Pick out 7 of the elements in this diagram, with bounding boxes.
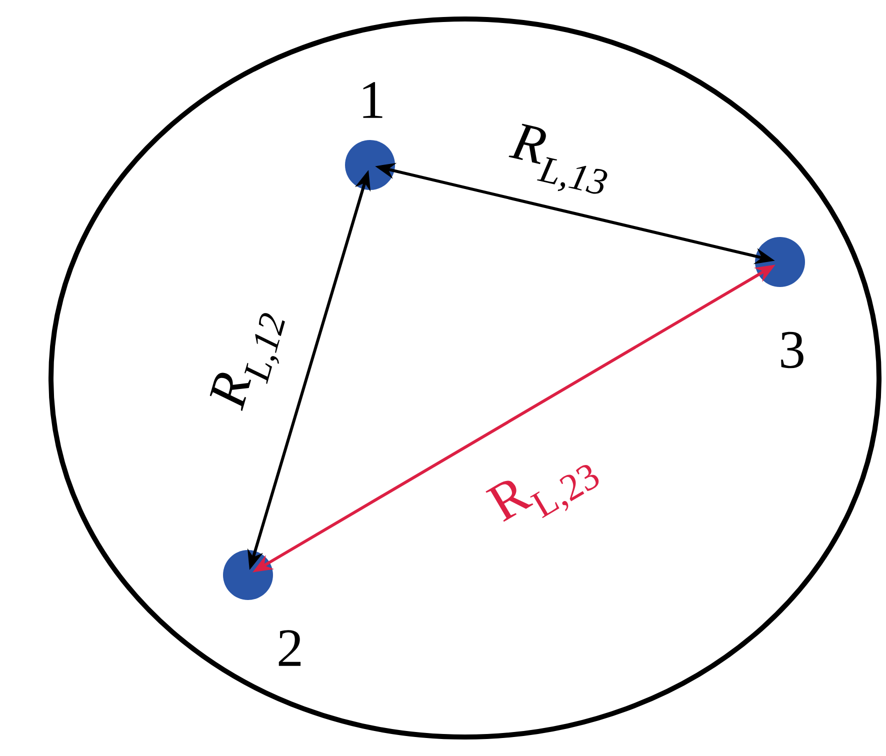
edge-label: R$_{L,12}$ bbox=[210, 313, 285, 411]
point-number: 1 bbox=[363, 82, 382, 118]
point-number: 2 bbox=[278, 630, 301, 666]
point-number: 3 bbox=[781, 332, 804, 368]
edge-label: R$_{L,13}$ bbox=[508, 124, 608, 194]
boundary-ellipse bbox=[48, 16, 882, 740]
edge-label: R$_{L,23}$ bbox=[486, 465, 599, 522]
